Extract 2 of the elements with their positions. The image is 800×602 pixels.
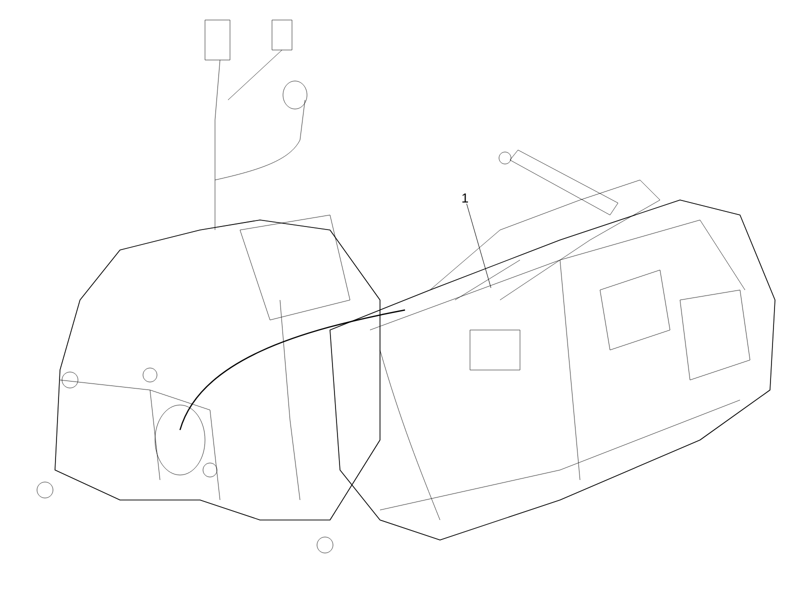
engine-drawing [36, 20, 776, 554]
leader-line [466, 203, 492, 288]
